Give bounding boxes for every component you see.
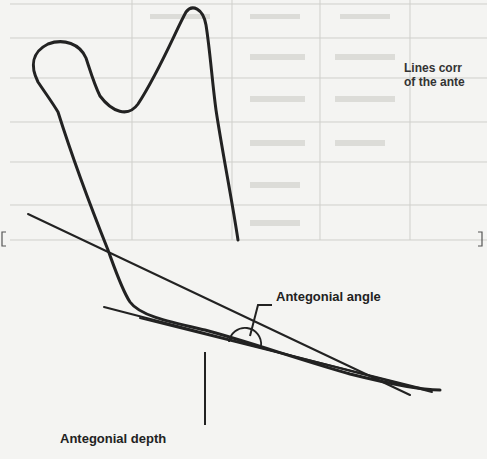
faded-table-text (150, 14, 395, 226)
angle-leader (250, 305, 272, 336)
mandible-outline (33, 8, 440, 390)
note-text: Lines corr of the ante (404, 62, 476, 90)
callout-label: Antegonial depth (60, 432, 166, 447)
margin-marks (2, 232, 482, 246)
faded-table (10, 0, 487, 240)
callout-label: Antegonial angle (276, 290, 381, 305)
tangent-lines (28, 214, 432, 395)
angle-arc (229, 328, 261, 346)
depth-leader (204, 352, 206, 425)
